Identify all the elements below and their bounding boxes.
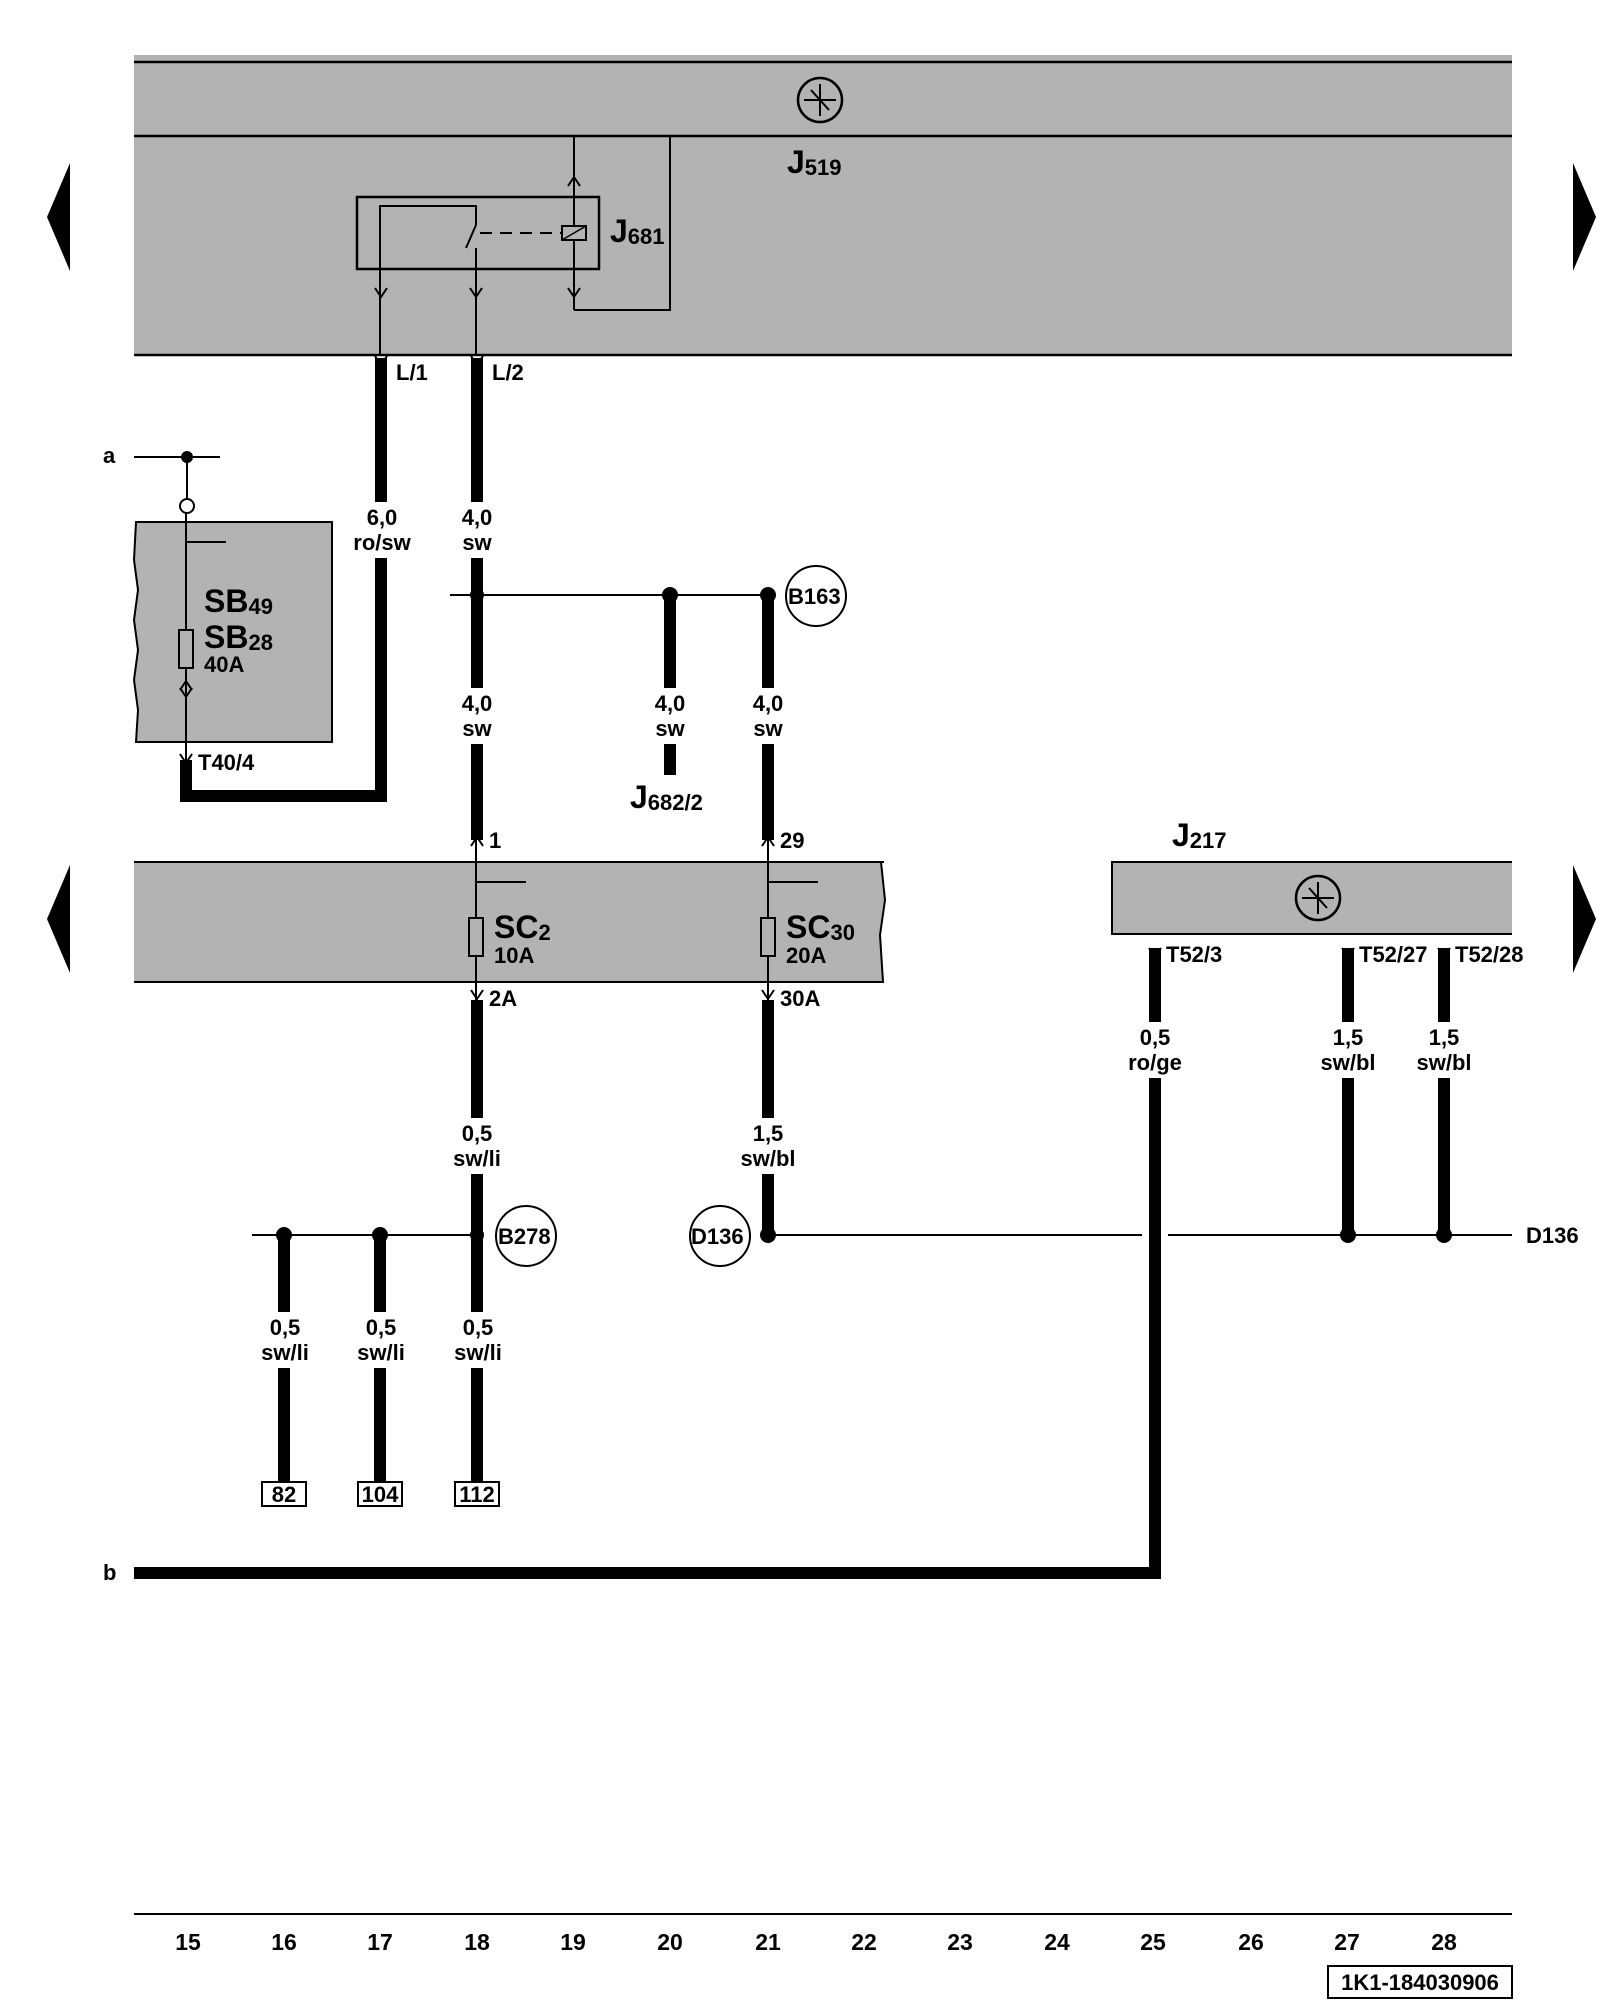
ref-82: 82: [272, 1482, 296, 1507]
j217-label: J217: [1172, 817, 1227, 853]
pin-l1: L/1: [396, 360, 428, 385]
column-number: 18: [464, 1929, 490, 1955]
pin-1: 1: [489, 828, 501, 853]
wire-sc30-in-color: sw: [753, 716, 783, 741]
wire-sc30-in-size: 4,0: [753, 691, 784, 716]
pin-29: 29: [780, 828, 804, 853]
next-page-arrow-bottom[interactable]: [1573, 865, 1596, 973]
column-number: 19: [560, 1929, 586, 1955]
wire-t52-27-size: 1,5: [1333, 1025, 1364, 1050]
j217-control-unit: J217: [1111, 817, 1512, 935]
relay-switch-contact: [465, 224, 477, 249]
ref-box-82: [261, 1481, 307, 1507]
sc-fuse-holder: SC2 10A SC30 20A: [134, 840, 887, 1000]
wire-104-color: sw/li: [357, 1340, 405, 1365]
bus-d136: D136 D136: [689, 1205, 1579, 1267]
wire-j682-color: sw: [655, 716, 685, 741]
edge-label-b: b: [103, 1560, 116, 1585]
column-number: 28: [1431, 1929, 1457, 1955]
wire-sc2-out-size: 0,5: [462, 1121, 493, 1146]
ref-box-112: [454, 1481, 500, 1507]
sb28-label: SB28: [204, 619, 273, 655]
wire-112-size: 0,5: [463, 1315, 494, 1340]
bus-b163: B163: [450, 565, 847, 627]
pin-30a: 30A: [780, 986, 820, 1011]
column-number: 17: [367, 1929, 393, 1955]
b163-label: B163: [788, 584, 841, 609]
wire-t52-3-color: ro/ge: [1128, 1050, 1182, 1075]
wire-j682-size: 4,0: [655, 691, 686, 716]
wire-l2-size: 4,0: [462, 505, 493, 530]
pin-l2: L/2: [492, 360, 524, 385]
column-number: 26: [1238, 1929, 1264, 1955]
wire-l2-color: sw: [462, 530, 492, 555]
wire-t52-3-size: 0,5: [1140, 1025, 1171, 1050]
next-page-arrow-top[interactable]: [1573, 163, 1596, 271]
wire-sc2-in-size: 4,0: [462, 691, 493, 716]
wire-104-size: 0,5: [366, 1315, 397, 1340]
wire-82-color: sw/li: [261, 1340, 309, 1365]
column-numbers: 15 16 17 18 19 20 21 22 23 24 25 26 27 28: [175, 1929, 1457, 1955]
pin-t52-28: T52/28: [1455, 942, 1524, 967]
sc2-label: SC2: [494, 909, 551, 945]
column-number: 22: [851, 1929, 877, 1955]
column-number: 24: [1044, 1929, 1070, 1955]
wire-l1-color: ro/sw: [353, 530, 411, 555]
j681-relay: J681: [355, 136, 671, 355]
wire-t52-3: [134, 948, 1161, 1579]
j519-control-unit: J519: [134, 55, 1512, 357]
edge-connection-a: a: [103, 443, 220, 514]
pin-t52-27: T52/27: [1359, 942, 1428, 967]
bus-b278: B278: [252, 1205, 557, 1267]
column-number: 27: [1334, 1929, 1360, 1955]
pin-markers: [179, 175, 1451, 1001]
pin-t52-3: T52/3: [1166, 942, 1222, 967]
wire-t52-28-size: 1,5: [1429, 1025, 1460, 1050]
wire-t52-28-color: sw/bl: [1416, 1050, 1471, 1075]
ref-box-104: [357, 1481, 403, 1507]
column-number: 21: [755, 1929, 781, 1955]
wire-sc30-out-size: 1,5: [753, 1121, 784, 1146]
wire-sc30-out-color: sw/bl: [740, 1146, 795, 1171]
d136-circle-label: D136: [691, 1224, 744, 1249]
b278-label: B278: [498, 1224, 551, 1249]
pin-labels: L/1 L/2 T40/4 1 29 2A 30A T52/3 T52/27 T…: [198, 360, 1524, 1011]
d136-end-label: D136: [1526, 1223, 1579, 1248]
j681-label: J681: [610, 213, 665, 249]
sb49-label: SB49: [204, 583, 273, 619]
wire-sc2-in-color: sw: [462, 716, 492, 741]
pin-2a: 2A: [489, 986, 517, 1011]
control-unit-icon: [1294, 874, 1342, 922]
wire-112-color: sw/li: [454, 1340, 502, 1365]
column-number: 23: [947, 1929, 973, 1955]
j682-label: J682/2: [630, 779, 703, 815]
wire-t52-27-color: sw/bl: [1320, 1050, 1375, 1075]
column-number: 15: [175, 1929, 201, 1955]
wire-sc2-out-color: sw/li: [453, 1146, 501, 1171]
doc-id: 1K1-184030906: [1341, 1970, 1499, 1995]
prev-page-arrow-top[interactable]: [47, 163, 70, 271]
wire-l1: [180, 358, 387, 802]
edge-label-a: a: [103, 443, 116, 468]
reference-boxes: 82 104 112: [261, 1481, 500, 1507]
ref-112: 112: [459, 1482, 495, 1507]
sb-fuse-holder: SB49 SB28 40A: [132, 506, 333, 760]
column-number: 20: [657, 1929, 683, 1955]
sc30-label: SC30: [786, 909, 855, 945]
pin-t40-4: T40/4: [198, 750, 255, 775]
sb28-rating: 40A: [204, 652, 244, 677]
ref-104: 104: [362, 1482, 399, 1507]
sc2-rating: 10A: [494, 943, 534, 968]
sc30-rating: 20A: [786, 943, 826, 968]
wire-labels: 6,0 ro/sw 4,0 sw 4,0 sw 4,0 sw 4,0 sw 0,…: [261, 505, 1471, 1365]
prev-page-arrow-bottom[interactable]: [47, 865, 70, 973]
control-unit-icon: [796, 76, 844, 124]
wire-l1-size: 6,0: [367, 505, 398, 530]
j519-label: J519: [787, 144, 842, 180]
column-number: 25: [1140, 1929, 1166, 1955]
column-number: 16: [271, 1929, 297, 1955]
wire-82-size: 0,5: [270, 1315, 301, 1340]
